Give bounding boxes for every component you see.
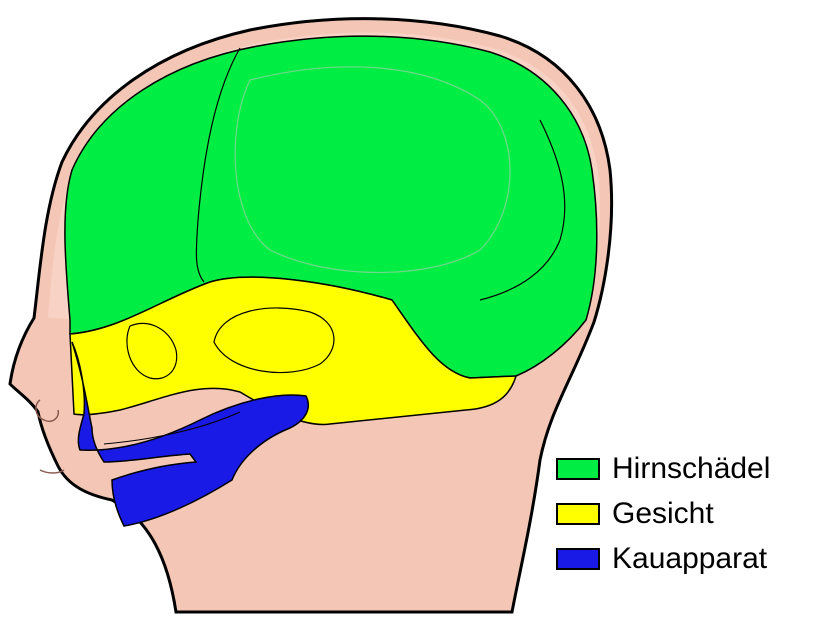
legend: Hirnschädel Gesicht Kauapparat [556, 446, 818, 581]
legend-label-gesicht: Gesicht [612, 499, 714, 529]
legend-item-kauapparat: Kauapparat [556, 536, 818, 581]
legend-swatch-kauapparat [556, 548, 600, 570]
legend-label-hirnschaedel: Hirnschädel [612, 454, 770, 484]
legend-swatch-gesicht [556, 503, 600, 525]
legend-item-gesicht: Gesicht [556, 491, 818, 536]
legend-item-hirnschaedel: Hirnschädel [556, 446, 818, 491]
legend-swatch-hirnschaedel [556, 458, 600, 480]
legend-label-kauapparat: Kauapparat [612, 544, 767, 574]
